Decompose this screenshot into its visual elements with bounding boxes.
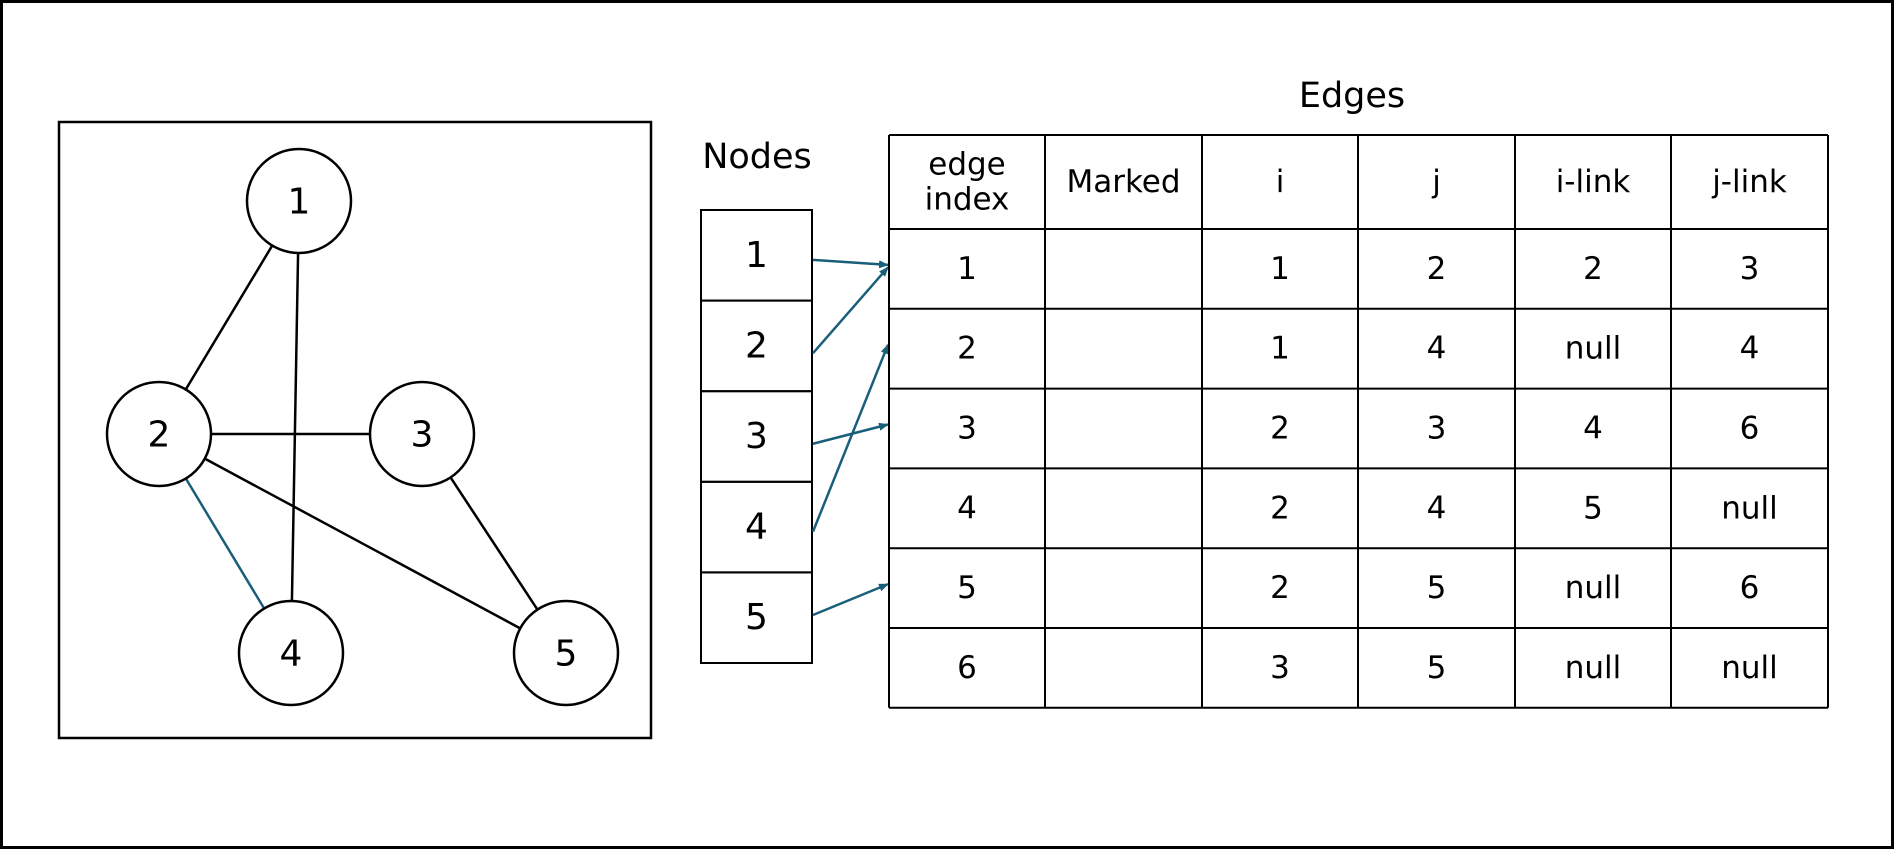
edges-cell: 6 <box>957 650 977 686</box>
edges-row: 4 2 4 5 null <box>957 490 1778 526</box>
edges-cell: 1 <box>1270 251 1290 287</box>
edges-cell: null <box>1721 490 1778 526</box>
graph-edge-2-4 <box>184 477 266 610</box>
edges-cell: 4 <box>957 490 977 526</box>
nodes-row-3: 3 <box>700 390 813 483</box>
edges-table-title: Edges <box>1299 76 1405 116</box>
graph-node-2: 2 <box>105 380 213 488</box>
pointer-arrow-node-2 <box>812 266 889 354</box>
edges-cell: 2 <box>1270 411 1290 447</box>
pointer-arrow-node-5 <box>812 582 889 617</box>
graph-node-label: 2 <box>148 415 171 456</box>
graph-node-circle <box>368 380 476 488</box>
nodes-cells: 1 2 3 4 5 <box>700 209 813 665</box>
graph-nodes: 1 2 3 4 5 <box>105 147 620 707</box>
nodes-cell-label: 4 <box>745 507 768 548</box>
edges-cell: null <box>1721 650 1778 686</box>
graph-node-5: 5 <box>512 599 620 707</box>
edges-cell: 6 <box>1740 411 1760 447</box>
graph-node-label: 5 <box>555 634 578 675</box>
edges-cell: 2 <box>1270 490 1290 526</box>
graph-node-circle <box>245 147 353 255</box>
nodes-table-title: Nodes <box>702 137 812 177</box>
edges-cell: 5 <box>957 570 977 606</box>
graph-node-1: 1 <box>245 147 353 255</box>
graph-node-circle <box>237 599 345 707</box>
nodes-cell-label: 2 <box>745 325 768 366</box>
edges-cell: 5 <box>1583 490 1603 526</box>
edges-cell: 4 <box>1583 411 1603 447</box>
graph-edge-3-5 <box>449 476 539 611</box>
edges-row: 3 2 3 4 6 <box>957 411 1759 447</box>
edges-cell: null <box>1565 650 1622 686</box>
edges-cell: 6 <box>1740 570 1760 606</box>
edges-row: 2 1 4 null 4 <box>957 331 1759 367</box>
graph-node-3: 3 <box>368 380 476 488</box>
edges-grid <box>888 134 1829 709</box>
nodes-cell-label: 3 <box>745 416 768 457</box>
edges-cell: 5 <box>1427 650 1447 686</box>
edges-cell: 2 <box>957 331 977 367</box>
edges-cell: 2 <box>1270 570 1290 606</box>
graph-node-label: 1 <box>288 182 311 223</box>
edges-header-cell: j-link <box>1711 164 1787 200</box>
edges-cell: 1 <box>1270 331 1290 367</box>
nodes-table: Nodes 1 2 3 4 5 <box>700 137 813 665</box>
edges-cell: 3 <box>1270 650 1290 686</box>
nodes-cell-label: 1 <box>745 235 768 276</box>
edges-header-cell: j <box>1431 164 1441 200</box>
graph-edge-2-5 <box>204 457 521 630</box>
pointer-arrows <box>811 258 890 617</box>
edges-cell: 3 <box>957 411 977 447</box>
edges-cell: 1 <box>957 251 977 287</box>
graph-edge-1-2 <box>184 244 274 391</box>
nodes-row-2: 2 <box>700 299 813 393</box>
edges-cell: 4 <box>1740 331 1760 367</box>
nodes-cell-label: 5 <box>745 597 768 638</box>
graph-panel: 1 2 3 4 5 <box>57 120 653 740</box>
edges-cell: 5 <box>1427 570 1447 606</box>
edges-cell: null <box>1565 570 1622 606</box>
edges-row: 1 1 2 2 3 <box>957 251 1759 287</box>
graph-node-4: 4 <box>237 599 345 707</box>
pointer-arrow-node-3 <box>812 422 889 445</box>
nodes-row-5: 5 <box>700 571 813 665</box>
graph-node-label: 3 <box>411 415 434 456</box>
edges-cell: null <box>1565 331 1622 367</box>
edges-cell: 4 <box>1427 490 1447 526</box>
graph-node-label: 4 <box>280 634 303 675</box>
nodes-row-1: 1 <box>700 209 813 302</box>
graph-node-circle <box>105 380 213 488</box>
edges-cell: 3 <box>1740 251 1760 287</box>
graph-edges <box>184 244 539 630</box>
edges-cell: 3 <box>1427 411 1447 447</box>
pointer-arrow-node-1 <box>812 258 889 269</box>
edges-row: 6 3 5 null null <box>957 650 1778 686</box>
edges-row: 5 2 5 null 6 <box>957 570 1759 606</box>
edges-cell: 2 <box>1583 251 1603 287</box>
edges-header-cell: Marked <box>1066 164 1180 200</box>
nodes-row-4: 4 <box>700 480 813 574</box>
edges-body: 1 1 2 2 3 2 1 4 null 4 3 2 3 4 6 4 2 4 5 null 5 2 5 null 6 6 3 5 nul… <box>957 251 1778 686</box>
edges-cell: 2 <box>1427 251 1447 287</box>
graph-frame <box>57 120 653 740</box>
pointer-arrow-node-4 <box>811 343 890 533</box>
edges-header-cell: i-link <box>1556 164 1631 200</box>
nodes-cell <box>700 571 813 665</box>
edges-header-cell: i <box>1276 164 1285 200</box>
edges-cell: 4 <box>1427 331 1447 367</box>
graph-node-circle <box>512 599 620 707</box>
graph-edge-1-4 <box>290 252 300 602</box>
